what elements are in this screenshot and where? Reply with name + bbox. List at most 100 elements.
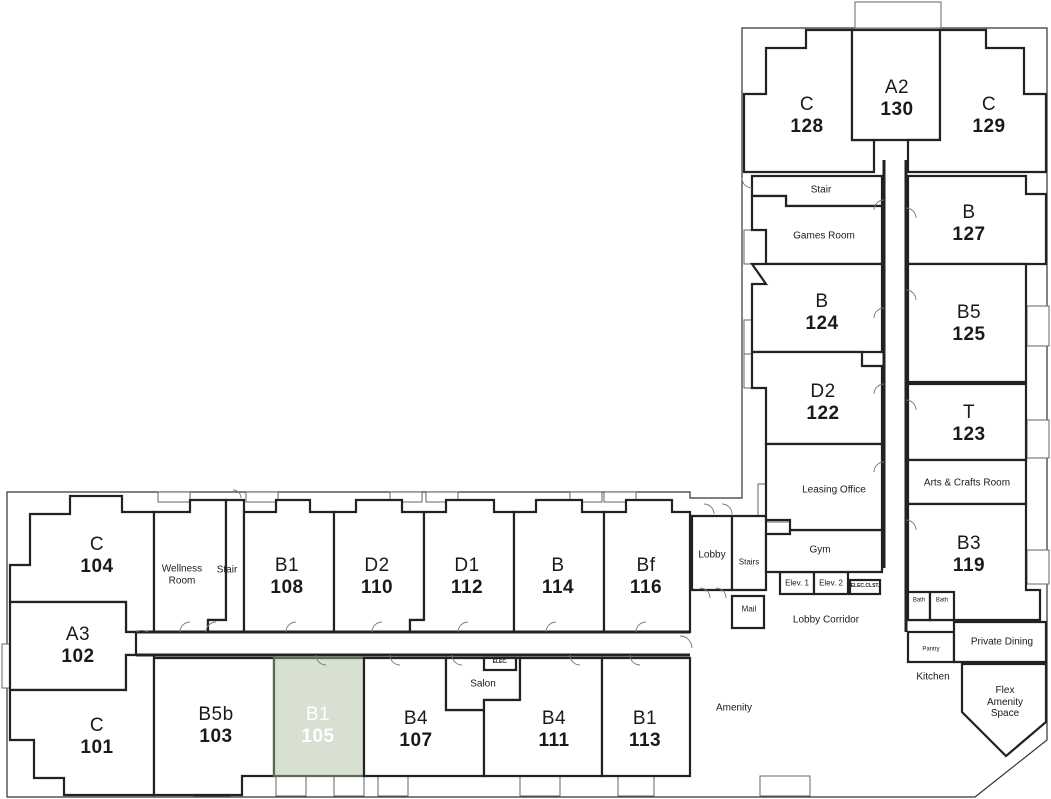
unit-number: 119 <box>952 555 986 576</box>
west-wing <box>8 494 692 797</box>
unit-type: C <box>89 534 105 556</box>
unit-113[interactable]: B1 113 <box>629 708 661 752</box>
label-amenity: Amenity <box>715 702 753 714</box>
label-flex-amenity: Flex Amenity Space <box>986 684 1024 719</box>
unit-114[interactable]: B 114 <box>542 555 574 599</box>
unit-104[interactable]: C 104 <box>80 534 113 578</box>
unit-101[interactable]: C 101 <box>80 715 113 759</box>
room-113 <box>600 656 692 778</box>
unit-type: C <box>799 94 815 116</box>
unit-105[interactable]: B1 105 <box>301 704 334 748</box>
label-stair-west: Stair <box>216 564 238 576</box>
unit-number: 101 <box>80 737 114 758</box>
room-bath1 <box>906 590 932 622</box>
unit-type: B5 <box>956 302 982 324</box>
unit-number: 114 <box>541 577 575 598</box>
unit-number: 104 <box>80 556 114 577</box>
room-elec <box>482 656 518 672</box>
label-elev2: Elev. 2 <box>819 578 843 588</box>
label-wellness-room: Wellness Room <box>161 563 203 587</box>
unit-type: B5b <box>198 704 234 726</box>
unit-number: 116 <box>629 577 663 598</box>
unit-116[interactable]: Bf 116 <box>630 555 662 599</box>
label-elec-clst: ELEC.CLST. <box>850 583 880 590</box>
unit-number: 124 <box>805 313 839 334</box>
label-gym: Gym <box>809 544 831 556</box>
unit-112[interactable]: D1 112 <box>451 555 483 599</box>
unit-108[interactable]: B1 108 <box>270 555 303 599</box>
unit-type: B1 <box>274 555 300 577</box>
unit-number: 102 <box>61 646 95 667</box>
unit-number: 128 <box>790 116 824 137</box>
unit-type: B1 <box>632 708 658 730</box>
room-129 <box>906 28 1048 174</box>
label-lobby-corridor: Lobby Corridor <box>792 614 860 626</box>
room-stairs <box>730 514 768 592</box>
label-games-room: Games Room <box>793 230 855 242</box>
unit-number: 103 <box>199 726 233 747</box>
unit-type: D2 <box>810 381 836 403</box>
unit-number: 107 <box>399 730 433 751</box>
unit-number: 112 <box>450 577 484 598</box>
unit-number: 108 <box>270 577 304 598</box>
unit-number: 110 <box>360 577 394 598</box>
room-elec-clst <box>848 578 882 596</box>
unit-number: 129 <box>972 116 1006 137</box>
unit-102[interactable]: A3 102 <box>61 624 94 668</box>
unit-number: 122 <box>806 403 840 424</box>
unit-number: 127 <box>952 224 986 245</box>
label-bath-2: Bath <box>935 597 949 604</box>
label-salon: Salon <box>470 678 496 690</box>
unit-number: 123 <box>952 424 986 445</box>
unit-110[interactable]: D2 110 <box>361 555 393 599</box>
unit-type: Bf <box>636 555 656 577</box>
label-lobby: Lobby <box>698 549 726 561</box>
room-101 <box>8 653 156 797</box>
label-mail: Mail <box>741 604 757 614</box>
unit-122[interactable]: D2 122 <box>806 381 839 425</box>
unit-number: 113 <box>628 730 662 751</box>
room-flex <box>960 662 1048 758</box>
unit-128[interactable]: C 128 <box>790 94 823 138</box>
unit-125[interactable]: B5 125 <box>952 302 985 346</box>
unit-119[interactable]: B3 119 <box>953 533 985 577</box>
unit-type: T <box>962 402 976 424</box>
unit-number: 125 <box>952 324 986 345</box>
north-wing <box>742 28 1048 758</box>
unit-111[interactable]: B4 111 <box>538 708 569 752</box>
unit-number: 105 <box>301 726 335 747</box>
unit-type: A2 <box>884 77 910 99</box>
north-balcony <box>854 1 942 29</box>
room-128 <box>742 28 876 174</box>
label-stairs: Stairs <box>738 557 760 567</box>
unit-type: B <box>551 555 565 577</box>
lobby-area <box>690 514 884 630</box>
unit-type: D2 <box>364 555 390 577</box>
unit-127[interactable]: B 127 <box>952 202 985 246</box>
label-arts-crafts: Arts & Crafts Room <box>923 477 1011 489</box>
room-private-dining <box>952 620 1048 664</box>
label-kitchen: Kitchen <box>916 671 950 683</box>
unit-type: B4 <box>403 708 429 730</box>
unit-129[interactable]: C 129 <box>972 94 1005 138</box>
doors <box>135 177 917 666</box>
unit-type: B <box>962 202 976 224</box>
unit-number: 130 <box>880 99 914 120</box>
unit-123[interactable]: T 123 <box>952 402 985 446</box>
unit-type: A3 <box>65 624 91 646</box>
unit-107[interactable]: B4 107 <box>399 708 432 752</box>
label-leasing-office: Leasing Office <box>802 484 866 496</box>
unit-type: B4 <box>541 708 567 730</box>
unit-124[interactable]: B 124 <box>805 291 838 335</box>
label-bath-1: Bath <box>912 597 926 604</box>
room-mail <box>730 594 766 630</box>
unit-103[interactable]: B5b 103 <box>198 704 233 748</box>
label-pantry: Pantry <box>922 646 940 653</box>
room-leasing <box>764 442 884 532</box>
label-private-dining: Private Dining <box>970 636 1034 648</box>
label-stair-north: Stair <box>810 184 832 196</box>
unit-130[interactable]: A2 130 <box>880 77 913 121</box>
unit-number: 111 <box>538 730 570 751</box>
unit-type: B3 <box>956 533 982 555</box>
